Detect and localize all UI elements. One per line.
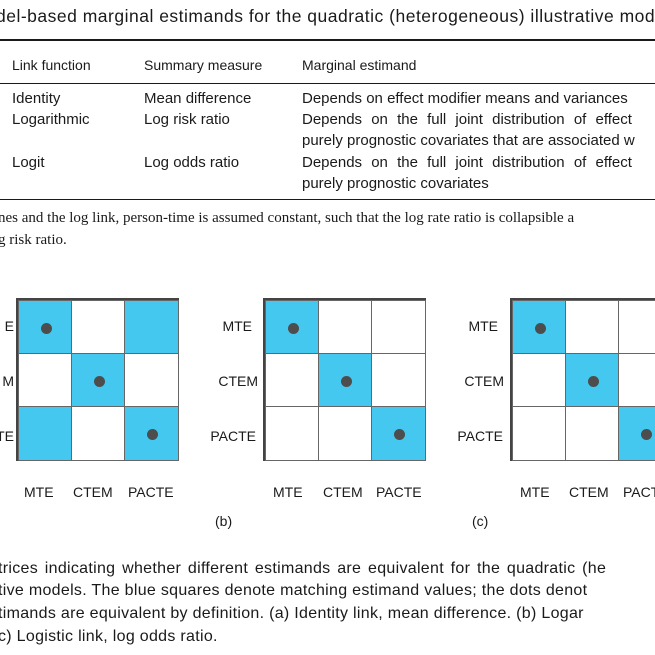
definition-dot bbox=[288, 323, 299, 334]
matrix-cell bbox=[318, 353, 373, 408]
row-logit-estimand-line1: Depends on the full joint distribution o… bbox=[302, 154, 632, 171]
matrix-a-col-label: CTEM bbox=[73, 484, 113, 500]
matrix-cell bbox=[565, 353, 620, 408]
matrix-b-panel-label: (b) bbox=[215, 513, 233, 529]
matrix-cell bbox=[71, 300, 126, 355]
matrix-a-row-label: TE bbox=[0, 428, 14, 444]
matrix-cell bbox=[318, 300, 373, 355]
matrix-cell bbox=[565, 300, 620, 355]
matrix-b-col-label: PACTE bbox=[376, 484, 422, 500]
row-identity-estimand: Depends on effect modifier means and var… bbox=[302, 90, 628, 107]
matrix-cell bbox=[618, 353, 655, 408]
definition-dot bbox=[588, 376, 599, 387]
matrix-a-col-label: PACTE bbox=[128, 484, 174, 500]
matrix-a-row-label: E bbox=[4, 318, 14, 334]
matrix-cell bbox=[371, 406, 426, 461]
matrix-cell bbox=[618, 300, 655, 355]
matrix-b-row-label: PACTE bbox=[210, 428, 256, 444]
row-log-measure: Log risk ratio bbox=[144, 111, 230, 128]
row-logit-measure: Log odds ratio bbox=[144, 154, 240, 171]
matrix-c-col-label: MTE bbox=[520, 484, 550, 500]
definition-dot bbox=[41, 323, 52, 334]
matrix-c bbox=[510, 298, 655, 461]
matrix-c-row-label: MTE bbox=[468, 318, 498, 334]
matrix-cell bbox=[124, 406, 179, 461]
matrix-a-row-label: M bbox=[2, 373, 14, 389]
matrix-b-row-label: MTE bbox=[222, 318, 252, 334]
definition-dot bbox=[641, 429, 652, 440]
definition-dot bbox=[341, 376, 352, 387]
matrix-c-col-label: CTEM bbox=[569, 484, 609, 500]
definition-dot bbox=[147, 429, 158, 440]
matrix-cell bbox=[618, 406, 655, 461]
header-marginal-estimand: Marginal estimand bbox=[302, 57, 417, 73]
matrix-cell bbox=[318, 406, 373, 461]
matrix-cell bbox=[18, 300, 73, 355]
figure-caption-line3: timands are equivalent by definition. (a… bbox=[0, 605, 584, 622]
header-link-function: Link function bbox=[12, 57, 91, 73]
row-logit-link: Logit bbox=[12, 154, 45, 171]
matrix-cell bbox=[18, 353, 73, 408]
matrix-cell bbox=[512, 300, 567, 355]
table-footnote-line2: g risk ratio. bbox=[0, 232, 67, 248]
matrix-cell bbox=[18, 406, 73, 461]
matrix-c-panel-label: (c) bbox=[472, 513, 489, 529]
matrix-cell bbox=[265, 353, 320, 408]
matrix-cell bbox=[565, 406, 620, 461]
matrix-b-col-label: MTE bbox=[273, 484, 303, 500]
figure-caption-line4: c) Logistic link, log odds ratio. bbox=[0, 628, 218, 645]
matrix-c-row-label: PACTE bbox=[457, 428, 503, 444]
matrix-cell bbox=[71, 406, 126, 461]
figure-caption-line2: tive models. The blue squares denote mat… bbox=[0, 582, 588, 599]
header-summary-measure: Summary measure bbox=[144, 57, 263, 73]
table-top-rule bbox=[0, 39, 655, 41]
definition-dot bbox=[94, 376, 105, 387]
matrix-cell bbox=[124, 353, 179, 408]
matrix-cell bbox=[71, 353, 126, 408]
matrix-b bbox=[263, 298, 426, 461]
matrix-a bbox=[16, 298, 179, 461]
table-caption: del-based marginal estimands for the qua… bbox=[0, 6, 655, 26]
matrix-b-col-label: CTEM bbox=[323, 484, 363, 500]
matrix-cell bbox=[265, 406, 320, 461]
matrix-c-col-label: PACT bbox=[623, 484, 655, 500]
table-bottom-rule bbox=[0, 199, 655, 200]
matrix-cell bbox=[512, 353, 567, 408]
matrix-a-col-label: MTE bbox=[24, 484, 54, 500]
definition-dot bbox=[535, 323, 546, 334]
matrix-cell bbox=[371, 300, 426, 355]
definition-dot bbox=[394, 429, 405, 440]
matrix-c-row-label: CTEM bbox=[464, 373, 504, 389]
matrix-b-row-label: CTEM bbox=[218, 373, 258, 389]
table-header-rule bbox=[0, 83, 655, 84]
table-footnote-line1: nes and the log link, person-time is ass… bbox=[0, 210, 575, 226]
matrix-cell bbox=[265, 300, 320, 355]
row-log-estimand-line2: purely prognostic covariates that are as… bbox=[302, 132, 635, 149]
matrix-cell bbox=[371, 353, 426, 408]
row-identity-measure: Mean difference bbox=[144, 90, 252, 107]
row-log-link: Logarithmic bbox=[12, 111, 90, 128]
matrix-cell bbox=[124, 300, 179, 355]
row-logit-estimand-line2: purely prognostic covariates bbox=[302, 175, 489, 192]
figure-caption-line1: trices indicating whether different esti… bbox=[0, 560, 607, 577]
row-log-estimand-line1: Depends on the full joint distribution o… bbox=[302, 111, 632, 128]
row-identity-link: Identity bbox=[12, 90, 61, 107]
matrix-cell bbox=[512, 406, 567, 461]
